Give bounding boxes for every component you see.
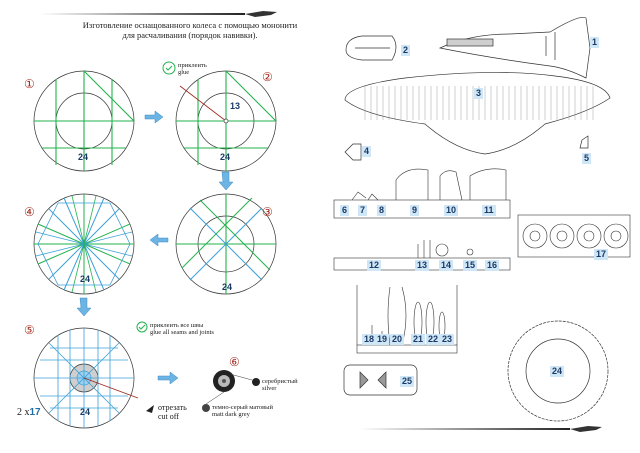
silver-note-ru: серебристый — [262, 378, 298, 385]
wheel-step-2 — [175, 70, 277, 172]
glue-note-ru: приклеить — [178, 62, 207, 69]
part-15-tag: 15 — [463, 260, 478, 271]
quantity-multiplier: 2 x — [17, 407, 30, 418]
step-3-label: ③ — [262, 205, 273, 219]
step-arrows — [76, 110, 234, 385]
part-16-tag: 16 — [485, 260, 500, 271]
glue-note: приклеить glue — [178, 62, 207, 76]
cut-note: отрезать cut off — [158, 403, 187, 421]
sprue-6-11 — [333, 168, 511, 219]
part-23-tag: 23 — [440, 334, 455, 345]
part-20-tag: 20 — [390, 334, 405, 345]
arrow-3-to-4 — [149, 233, 169, 247]
part-1-tag: 1 — [590, 37, 600, 48]
instruction-header: Изготовление оснащованного колеса с помо… — [60, 20, 320, 40]
arrow-1-to-2 — [144, 110, 164, 124]
wheel-step-1 — [33, 70, 135, 172]
step-6-label: ⑥ — [229, 355, 240, 369]
step-4-label: ④ — [24, 205, 35, 219]
part-1-fuselage — [438, 16, 591, 79]
wing-ribs — [364, 86, 594, 120]
grey-note-ru: темно-серый матовый — [212, 404, 274, 411]
cut-note-ru: отрезать — [158, 403, 187, 412]
cut-note-en: cut off — [158, 412, 179, 421]
wheel-2-number: 24 — [220, 152, 231, 162]
silver-note-en: silver — [262, 385, 277, 392]
header-line-1: Изготовление оснащованного колеса с помо… — [82, 20, 298, 30]
part-25-panel — [343, 364, 418, 396]
part-13-tag: 13 — [415, 260, 430, 271]
wheel-1-number: 24 — [78, 152, 89, 162]
part-18-tag: 18 — [362, 334, 377, 345]
wheel-step-4 — [33, 193, 135, 295]
wheel-step-5 — [33, 327, 139, 429]
arrow-2-to-3 — [218, 171, 234, 191]
glue-all-icon — [136, 321, 148, 333]
part-4-spinner — [344, 143, 362, 161]
wheel-step-3 — [175, 193, 277, 295]
sprue-17 — [517, 214, 631, 258]
glue-all-note-en: glue all seams and joints — [150, 329, 214, 336]
header-line-2: для расчаливания (порядок навивки). — [122, 30, 258, 40]
grey-note: темно-серый матовый matt dark grey — [212, 404, 273, 418]
scissors-icon — [146, 405, 154, 413]
glue-all-note-ru: приклеить все швы — [150, 322, 204, 329]
part-2-tag: 2 — [401, 45, 411, 56]
wheel-5-number: 24 — [80, 407, 91, 417]
silver-note: серебристый silver — [262, 378, 298, 392]
part-14-tag: 14 — [439, 260, 454, 271]
part-24-wheel-disk — [507, 320, 609, 422]
wheel-step-6 — [202, 370, 260, 412]
part-17-tag: 17 — [594, 249, 609, 260]
part-4-tag: 4 — [362, 146, 372, 157]
top-bar-left — [40, 11, 277, 17]
step-2-label: ② — [262, 70, 273, 84]
part-21-tag: 21 — [411, 334, 426, 345]
part-22-tag: 22 — [426, 334, 441, 345]
part-12-tag: 12 — [367, 260, 382, 271]
part-5-tag: 5 — [582, 153, 592, 164]
wheel-4-number: 24 — [80, 274, 91, 284]
part-9-tag: 9 — [410, 205, 420, 216]
step-5-label: ⑤ — [24, 323, 35, 337]
part-7-tag: 7 — [358, 205, 368, 216]
part-6-tag: 6 — [340, 205, 350, 216]
glue-note-en: glue — [178, 69, 190, 76]
part-24-tag: 24 — [550, 366, 565, 377]
hub-number: 13 — [230, 101, 241, 111]
part-3-tag: 3 — [474, 88, 484, 99]
quantity-label: 2 x17 — [17, 407, 41, 418]
arrow-5-to-6 — [157, 371, 179, 385]
part-2-cowling — [345, 35, 397, 61]
part-25-tag: 25 — [400, 376, 415, 387]
grey-note-en: matt dark grey — [212, 411, 250, 418]
quantity-part: 17 — [29, 407, 41, 418]
part-10-tag: 10 — [444, 205, 459, 216]
part-3-wing — [344, 72, 611, 155]
part-19-tag: 19 — [375, 334, 390, 345]
step-1-label: ① — [24, 77, 35, 91]
wheel-3-number: 24 — [222, 282, 233, 292]
part-8-tag: 8 — [377, 205, 387, 216]
part-11-tag: 11 — [482, 205, 496, 216]
glue-all-note: приклеить все швы glue all seams and joi… — [150, 322, 214, 336]
part-5-seat — [579, 135, 589, 149]
bottom-bar-right — [360, 426, 602, 432]
glue-icon — [162, 61, 176, 75]
arrow-4-to-5 — [76, 297, 92, 317]
